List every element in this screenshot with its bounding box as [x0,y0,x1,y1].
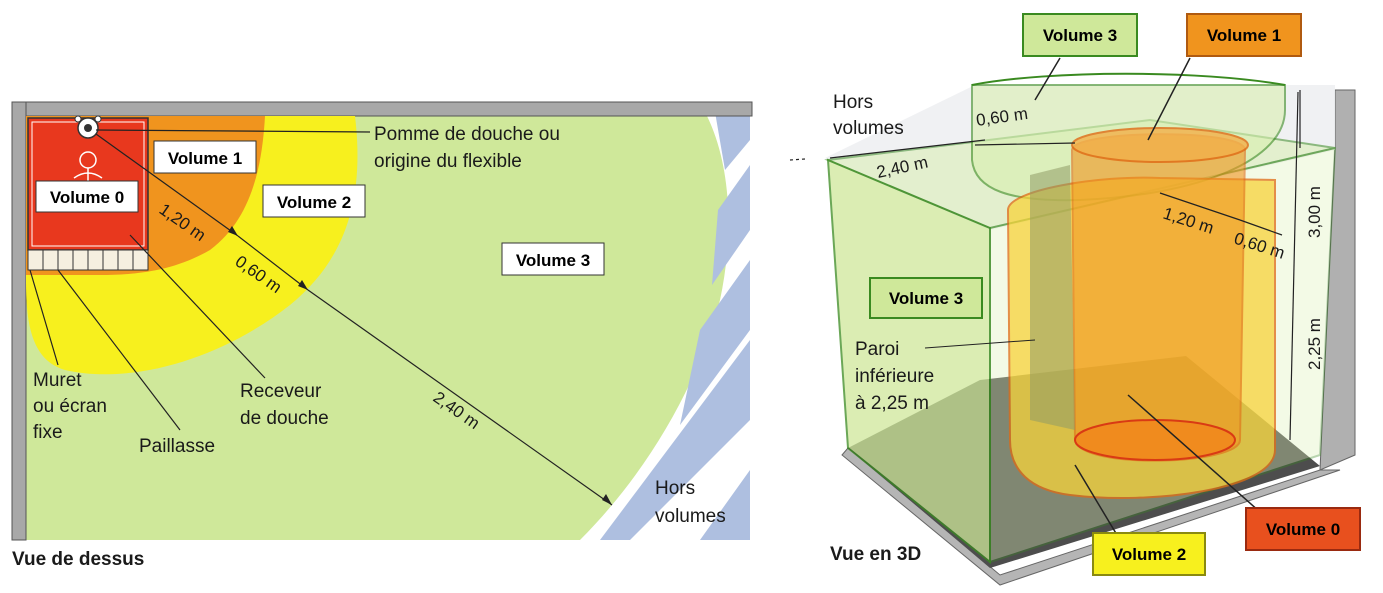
measure-225-3d: 2,25 m [1305,318,1324,370]
paillasse-label: Paillasse [139,436,215,457]
volume3-box-3d-side [869,277,983,319]
paroi-label-1: Paroi [855,339,899,360]
hors-volumes-stripes [600,112,750,540]
volume1-box-3d [1186,13,1302,57]
volume1-label-top: Volume 1 [168,149,242,168]
volume0-box-top [35,180,139,213]
volume3-label-top: Volume 3 [516,251,590,270]
volume3-label-3d-top: Volume 3 [1043,26,1117,45]
shower-head-label-1: Pomme de douche ou [374,124,560,145]
receveur-label-1: Receveur [240,381,322,402]
paroi-shade [1030,165,1075,430]
shower-head-label-2: origine du flexible [374,151,522,172]
view-3d: Volume 3 Volume 1 Volume 3 Volume 0 Volu… [789,13,1361,586]
volume2-label-top: Volume 2 [277,193,351,212]
top-wall [11,101,753,117]
volume2-box-3d [1092,532,1206,576]
volume3-box-3d-top [1022,13,1138,57]
muret-label-2: ou écran [33,396,107,417]
shower-head-icon [74,115,102,139]
volume1-cylinder [1070,133,1247,462]
top-view: Volume 0 Volume 1 Volume 2 Volume 3 1,20… [11,101,753,570]
volume1-label-3d: Volume 1 [1207,26,1281,45]
receveur-label-2: de douche [240,408,329,429]
volume2-label-3d: Volume 2 [1112,545,1186,564]
hors-volumes-label-top-1: Hors [655,478,695,499]
hors-volumes-label-3d-1: Hors [833,92,873,113]
measure-300-3d: 3,00 m [1305,186,1324,238]
volume2-box-top [262,184,366,218]
paroi-label-2: inférieure [855,366,934,387]
muret-label-1: Muret [33,370,82,391]
left-wall [11,101,27,541]
paroi-label-3: à 2,25 m [855,393,929,414]
muret-label-3: fixe [33,422,63,443]
view-3d-caption: Vue en 3D [830,544,921,565]
hors-volumes-label-3d-2: volumes [833,118,904,139]
volume0-base [1074,419,1236,461]
volume0-label-top: Volume 0 [50,188,124,207]
volume1-box-top [153,140,257,174]
volume0-box-3d [1245,507,1361,551]
front-floor-edge [841,447,1341,586]
top-view-caption: Vue de dessus [12,549,144,570]
volume3-label-3d-side: Volume 3 [889,289,963,308]
paillasse-bricks [27,249,149,271]
volume0-label-3d: Volume 0 [1266,520,1340,539]
hors-volumes-label-top-2: volumes [655,506,726,527]
volume3-box-top [501,242,605,276]
